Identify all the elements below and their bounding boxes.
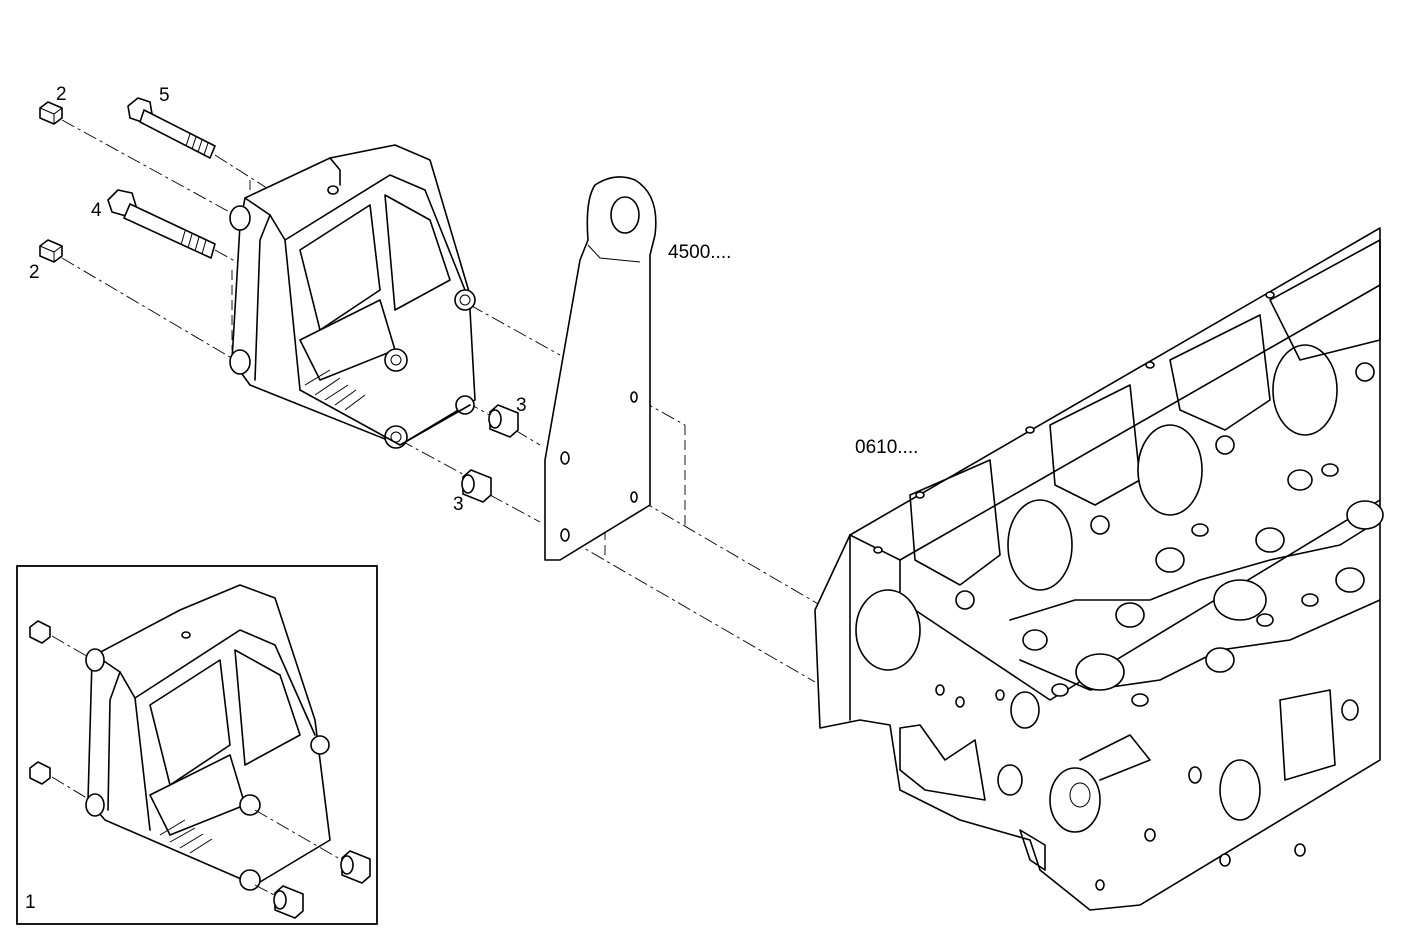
bushing-lower bbox=[461, 469, 492, 503]
bolt-short bbox=[127, 97, 216, 159]
front-face bbox=[855, 589, 1359, 891]
label-washer-upper: 2 bbox=[56, 84, 67, 105]
label-cylinder-head-ref: 0610.... bbox=[855, 437, 918, 458]
label-bolt-short: 5 bbox=[159, 85, 170, 106]
cylinder-head bbox=[814, 227, 1384, 911]
label-bolt-long: 4 bbox=[91, 200, 102, 221]
label-bushing-lower: 3 bbox=[453, 494, 464, 515]
washer-lower bbox=[39, 239, 63, 263]
washer-upper bbox=[39, 101, 63, 125]
bolt-long bbox=[107, 189, 216, 259]
label-bracket-ref: 4500.... bbox=[668, 242, 731, 263]
label-inset-ref: 1 bbox=[25, 892, 36, 913]
assembly-inset bbox=[16, 565, 378, 925]
valve-holes bbox=[1009, 463, 1384, 707]
main-bracket bbox=[229, 144, 476, 449]
bushing-upper bbox=[488, 404, 519, 438]
label-washer-lower: 2 bbox=[29, 262, 40, 283]
label-bushing-upper: 3 bbox=[516, 395, 527, 416]
cylinder-ports bbox=[909, 239, 1381, 591]
lifting-bracket bbox=[544, 176, 657, 561]
